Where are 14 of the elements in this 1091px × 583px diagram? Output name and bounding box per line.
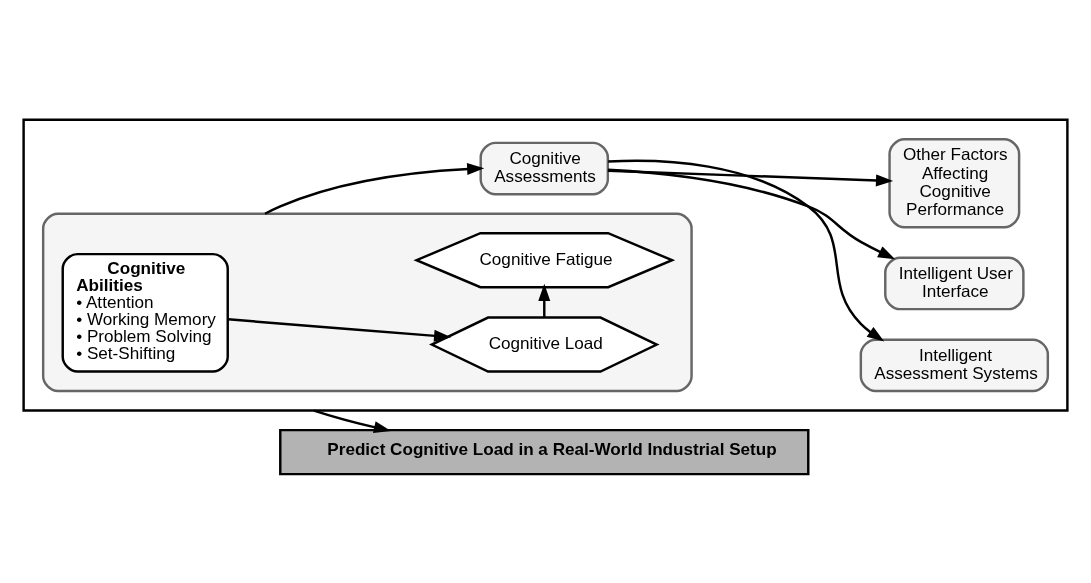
node-box: Predict Cognitive Load in a Real-World Industrial Setup xyxy=(279,428,810,475)
node-box: Intelligent User Interface xyxy=(884,256,1025,310)
node-box: Cognitive Abilities • Attention • Working Memory • Problem Solving • Set-Shifting xyxy=(61,252,229,373)
node-box: Other Factors Affecting Cognitive Performance xyxy=(888,137,1021,228)
arrow xyxy=(228,317,452,342)
cluster xyxy=(41,212,693,392)
node-box: Intelligent Assessment Systems xyxy=(859,337,1050,392)
cluster xyxy=(22,117,1069,412)
arrow xyxy=(608,159,885,341)
arrow xyxy=(538,283,551,318)
node-box: Cognitive Assessments xyxy=(479,141,610,195)
arrow xyxy=(607,168,896,259)
arrow xyxy=(264,162,485,215)
arrow xyxy=(607,169,894,186)
